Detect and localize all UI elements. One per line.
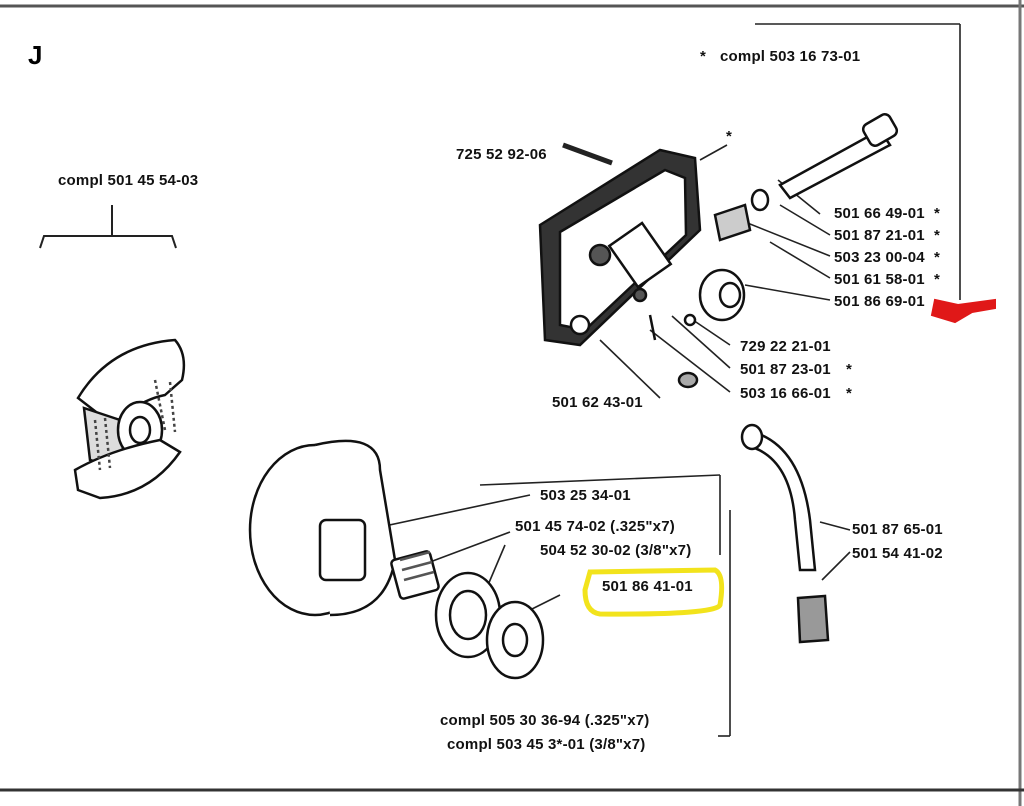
star-p2: * (934, 227, 941, 244)
oil-hose-drawing (740, 423, 830, 644)
clutch-drum-drawing (248, 439, 545, 680)
part-label-hose: 501 87 65-01 (852, 521, 943, 538)
section-letter: J (28, 40, 43, 70)
star-p7: * (846, 361, 853, 378)
clutch-bracket (39, 205, 177, 249)
part-label-p7: 501 87 23-01 (740, 361, 831, 378)
part-label-sprocket-325: 501 45 74-02 (.325"x7) (515, 518, 675, 535)
oil-pump-drawing (538, 148, 702, 347)
part-label-p8: 503 16 66-01 (740, 385, 831, 402)
part-label-screw: 725 52 92-06 (456, 146, 547, 163)
clutch-drawing (73, 338, 186, 500)
top-assembly-star: * (700, 48, 707, 65)
red-arrow-annotation (930, 298, 996, 324)
compl-label-38: compl 503 45 3*-01 (3/8"x7) (447, 736, 646, 753)
clutch-assembly-label: compl 501 45 54-03 (58, 172, 199, 189)
star-p1: * (934, 205, 941, 222)
top-assembly-label: compl 503 16 73-01 (720, 48, 861, 65)
part-label-sprocket-38: 504 52 30-02 (3/8"x7) (540, 542, 692, 559)
part-label-nut: 501 62 43-01 (552, 394, 643, 411)
part-label-p4: 501 61 58-01 (834, 271, 925, 288)
star-p4: * (934, 271, 941, 288)
part-label-p1: 501 66 49-01 (834, 205, 925, 222)
lid-star: * (726, 128, 733, 145)
star-p8: * (846, 385, 853, 402)
leader-lines (379, 23, 961, 737)
part-label-p5: 501 86 69-01 (834, 293, 925, 310)
part-label-p3: 503 23 00-04 (834, 249, 925, 266)
part-label-drum: 503 25 34-01 (540, 487, 631, 504)
compl-label-325: compl 505 30 36-94 (.325"x7) (440, 712, 650, 729)
part-label-p2: 501 87 21-01 (834, 227, 925, 244)
yellow-highlight-annotation (582, 567, 725, 617)
part-label-p6: 729 22 21-01 (740, 338, 831, 355)
pump-shaft-drawing (648, 113, 899, 389)
part-label-hose2: 501 54 41-02 (852, 545, 943, 562)
star-p3: * (934, 249, 941, 266)
part-label-washer: 501 86 41-01 (602, 578, 693, 595)
